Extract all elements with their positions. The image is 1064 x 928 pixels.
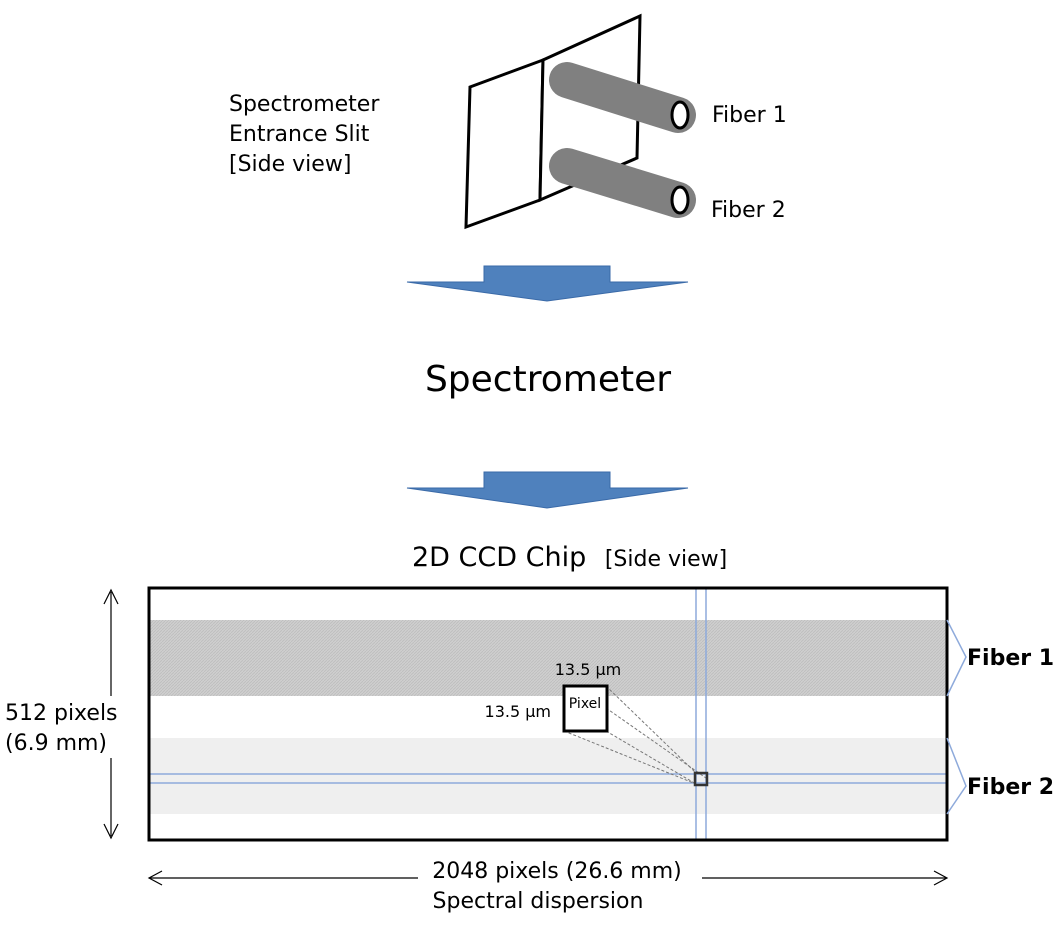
width-label-line1: 2048 pixels (26.6 mm) (432, 859, 682, 884)
ccd-fiber-2-label: Fiber 2 (967, 775, 1054, 800)
pixel-box (562, 684, 609, 733)
slit-fiber-1-label: Fiber 1 (712, 103, 787, 128)
slit-label-line2: Entrance Slit (229, 122, 370, 147)
pixel-label: Pixel (569, 696, 601, 712)
fiber-2-end (670, 185, 690, 215)
fiber-1-bracket (946, 619, 967, 697)
down-arrow-2 (406, 471, 689, 509)
ccd-outline (147, 586, 949, 842)
pixel-zoom: Pixel 13.5 μm 13.5 μm (485, 660, 709, 787)
fiber-2-bracket (946, 737, 967, 815)
ccd-chip (147, 586, 949, 842)
fiber-2-band (149, 738, 947, 814)
fiber-1-end (670, 100, 690, 130)
pixel-width-label: 13.5 μm (555, 660, 621, 679)
spectrometer-label: Spectrometer (425, 359, 671, 400)
fiber-1-band (149, 620, 947, 696)
ccd-fiber-1-label: Fiber 1 (967, 646, 1054, 671)
ccd-title: 2D CCD Chip [Side view] (412, 542, 727, 573)
down-arrow-1 (406, 265, 689, 302)
fiber-2-tube (549, 148, 696, 218)
ccd-title-main: 2D CCD Chip (412, 542, 586, 573)
width-label-line2: Spectral dispersion (433, 889, 644, 914)
slit-label-line3: [Side view] (229, 152, 351, 177)
height-label-line2: (6.9 mm) (5, 731, 107, 756)
ccd-title-note: [Side view] (605, 547, 727, 572)
fiber-1-tube (549, 62, 696, 133)
slit-fiber-2-label: Fiber 2 (711, 198, 786, 223)
height-label-backdrop (2, 696, 120, 758)
height-label-line1: 512 pixels (5, 701, 118, 726)
width-dimension-arrow (147, 870, 949, 886)
pixel-marker (693, 771, 709, 787)
slit-label-line1: Spectrometer (229, 92, 380, 117)
pixel-height-label: 13.5 μm (485, 702, 551, 721)
slit-panel-left (464, 57, 545, 230)
